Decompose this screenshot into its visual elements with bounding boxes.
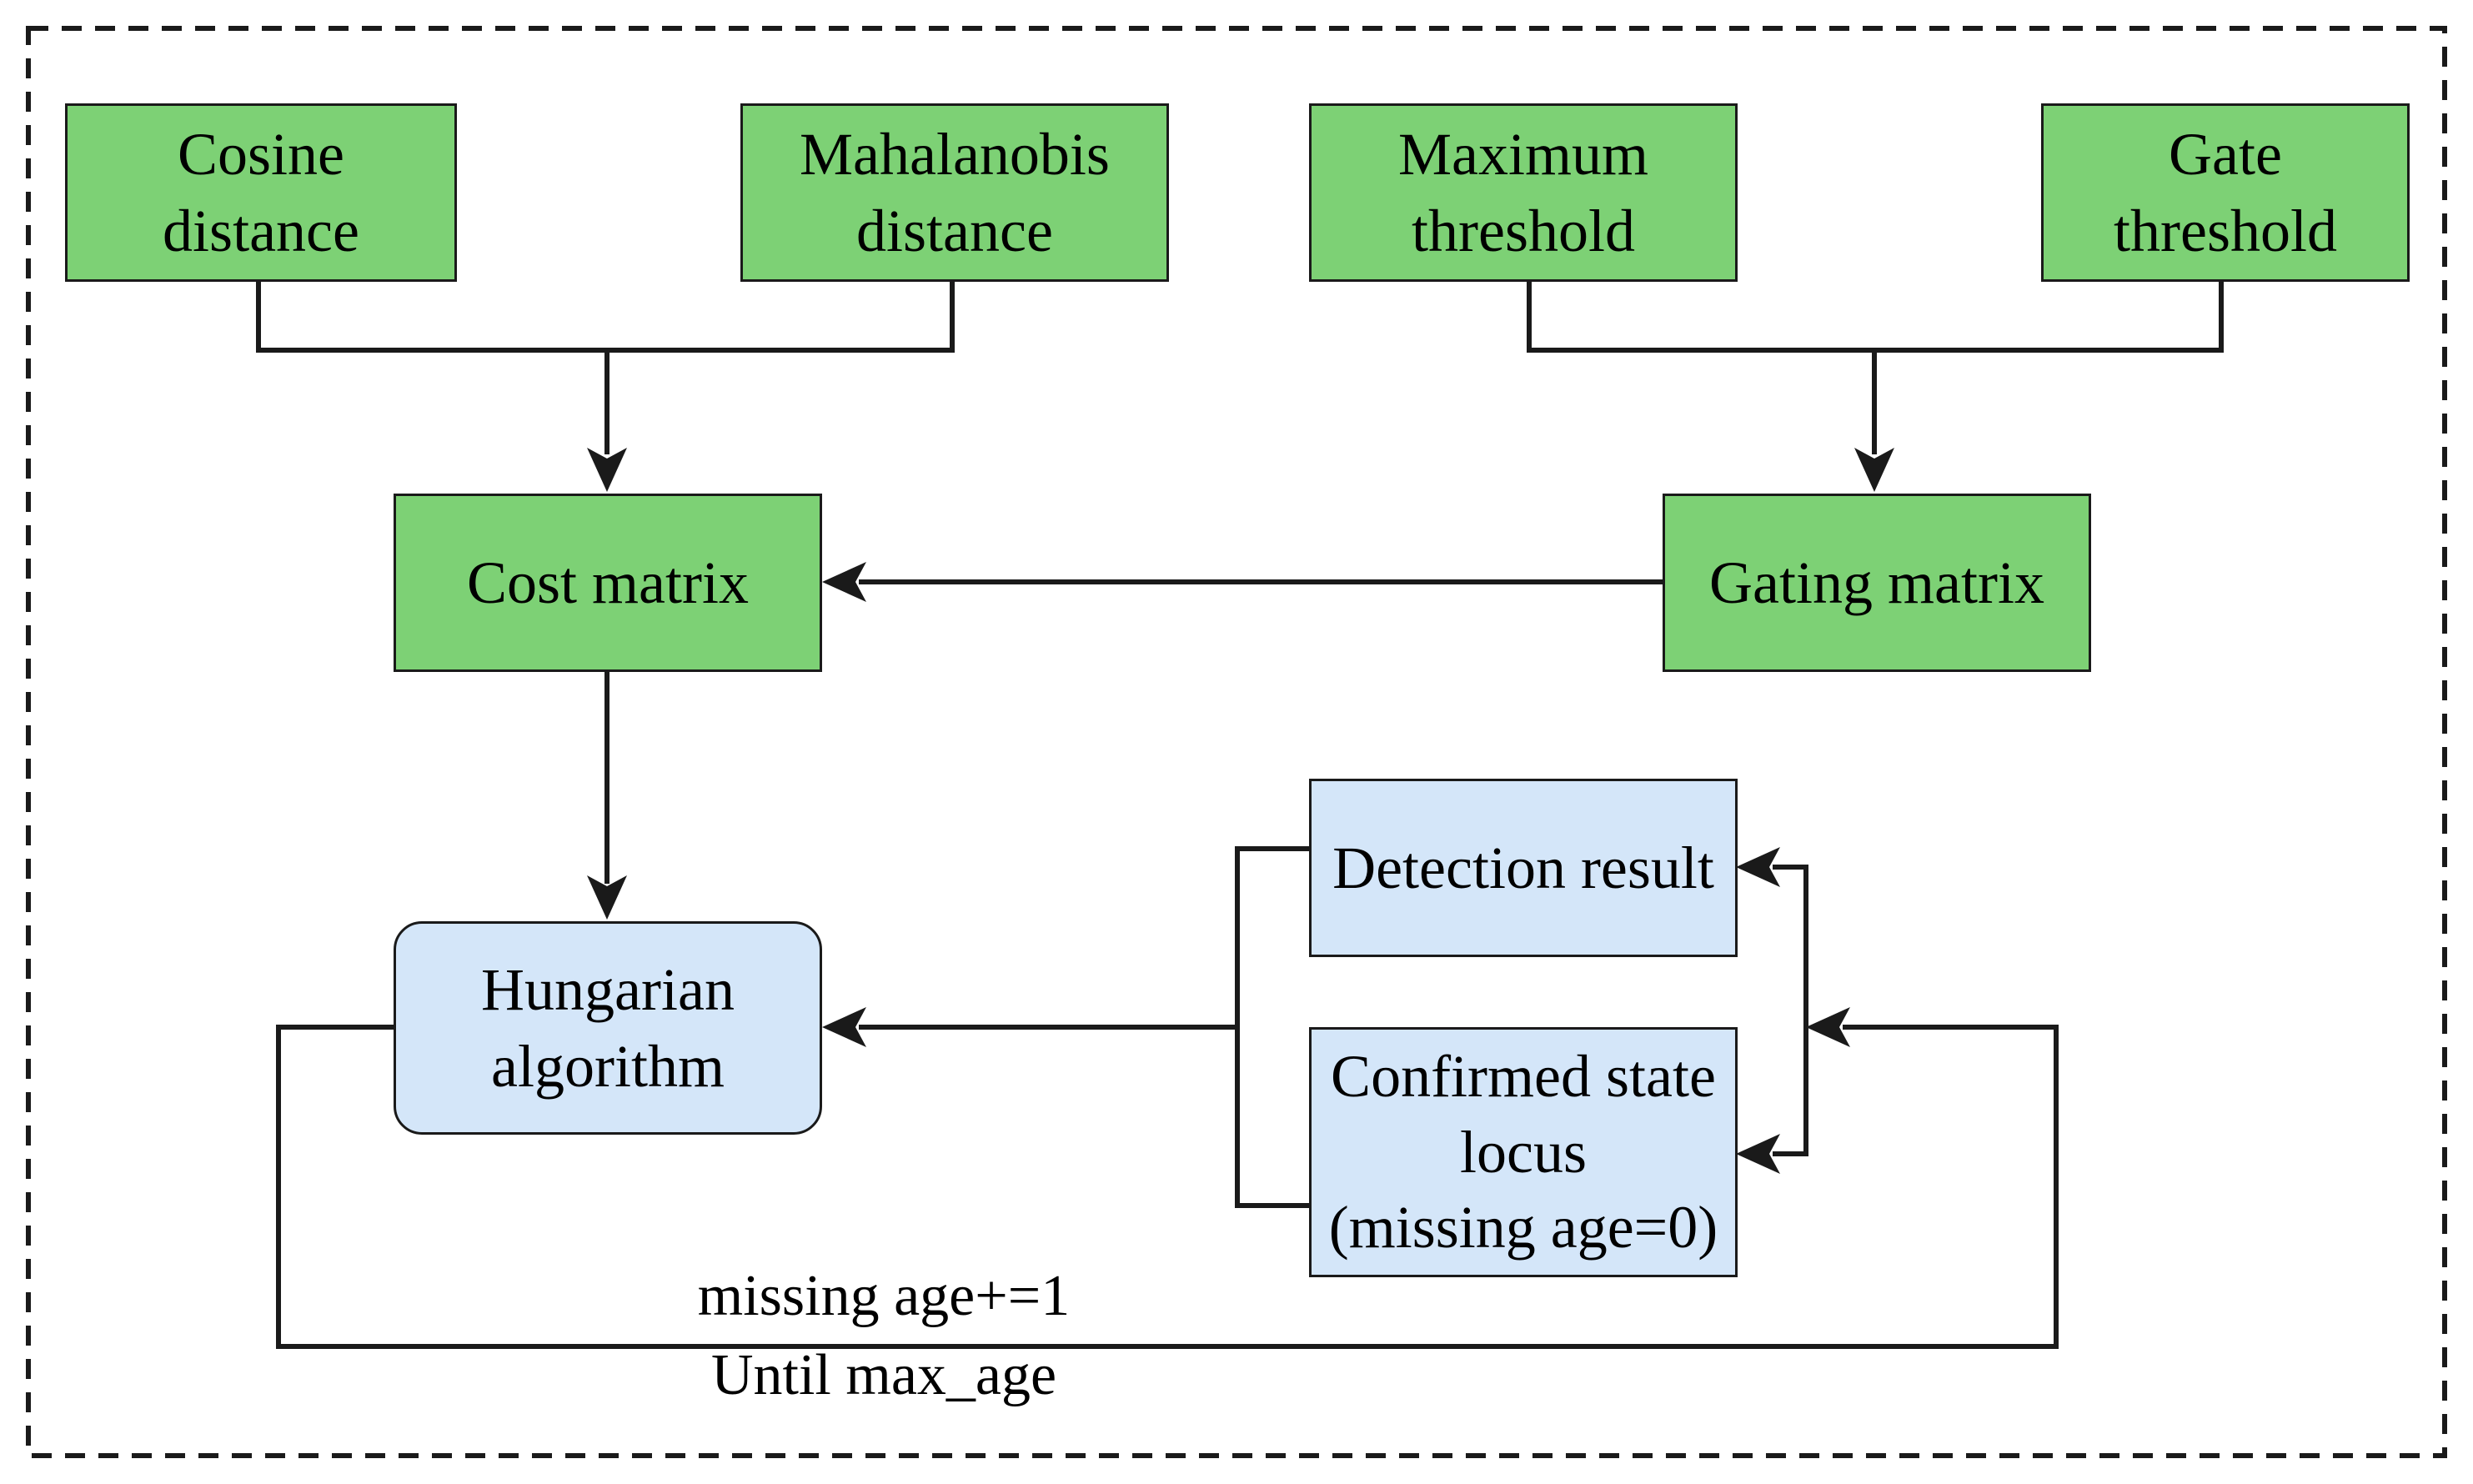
arrowhead-cost-matrix — [587, 448, 627, 492]
label-missing-age: missing age+=1 — [697, 1264, 1071, 1328]
node-gate-threshold: Gate threshold — [2041, 103, 2410, 282]
node-gating-matrix: Gating matrix — [1663, 494, 2091, 672]
node-maximum-threshold: Maximum threshold — [1309, 103, 1738, 282]
edge-inputs-bracket — [1235, 846, 1309, 1208]
edge-threshold-merge — [1527, 282, 2224, 353]
node-hungarian-algorithm: Hungarian algorithm — [394, 921, 822, 1135]
edge-right-bracket — [1773, 865, 1808, 1156]
arrowhead-gating-to-cost — [822, 562, 866, 602]
dashed-boundary — [26, 26, 2447, 1458]
node-cost-matrix: Cost matrix — [394, 494, 822, 672]
label-until-max-age: Until max_age — [710, 1343, 1057, 1407]
node-detection-result: Detection result — [1309, 779, 1738, 957]
edge-feedback-loop — [276, 1025, 2059, 1349]
node-confirmed-state-locus: Confirmed state locus (missing age=0) — [1309, 1027, 1738, 1277]
arrowhead-to-detection — [1736, 847, 1780, 887]
node-mahalanobis-distance: Mahalanobis distance — [740, 103, 1169, 282]
arrowhead-inputs-to-hungarian — [822, 1007, 866, 1047]
edge-cosine-mahalanobis-merge — [256, 282, 955, 353]
arrowhead-cost-to-hungarian — [587, 875, 627, 920]
arrowhead-gating-matrix — [1854, 448, 1894, 492]
arrowhead-to-confirmed — [1736, 1134, 1780, 1174]
node-cosine-distance: Cosine distance — [65, 103, 457, 282]
arrowhead-feedback-loop — [1806, 1007, 1850, 1047]
